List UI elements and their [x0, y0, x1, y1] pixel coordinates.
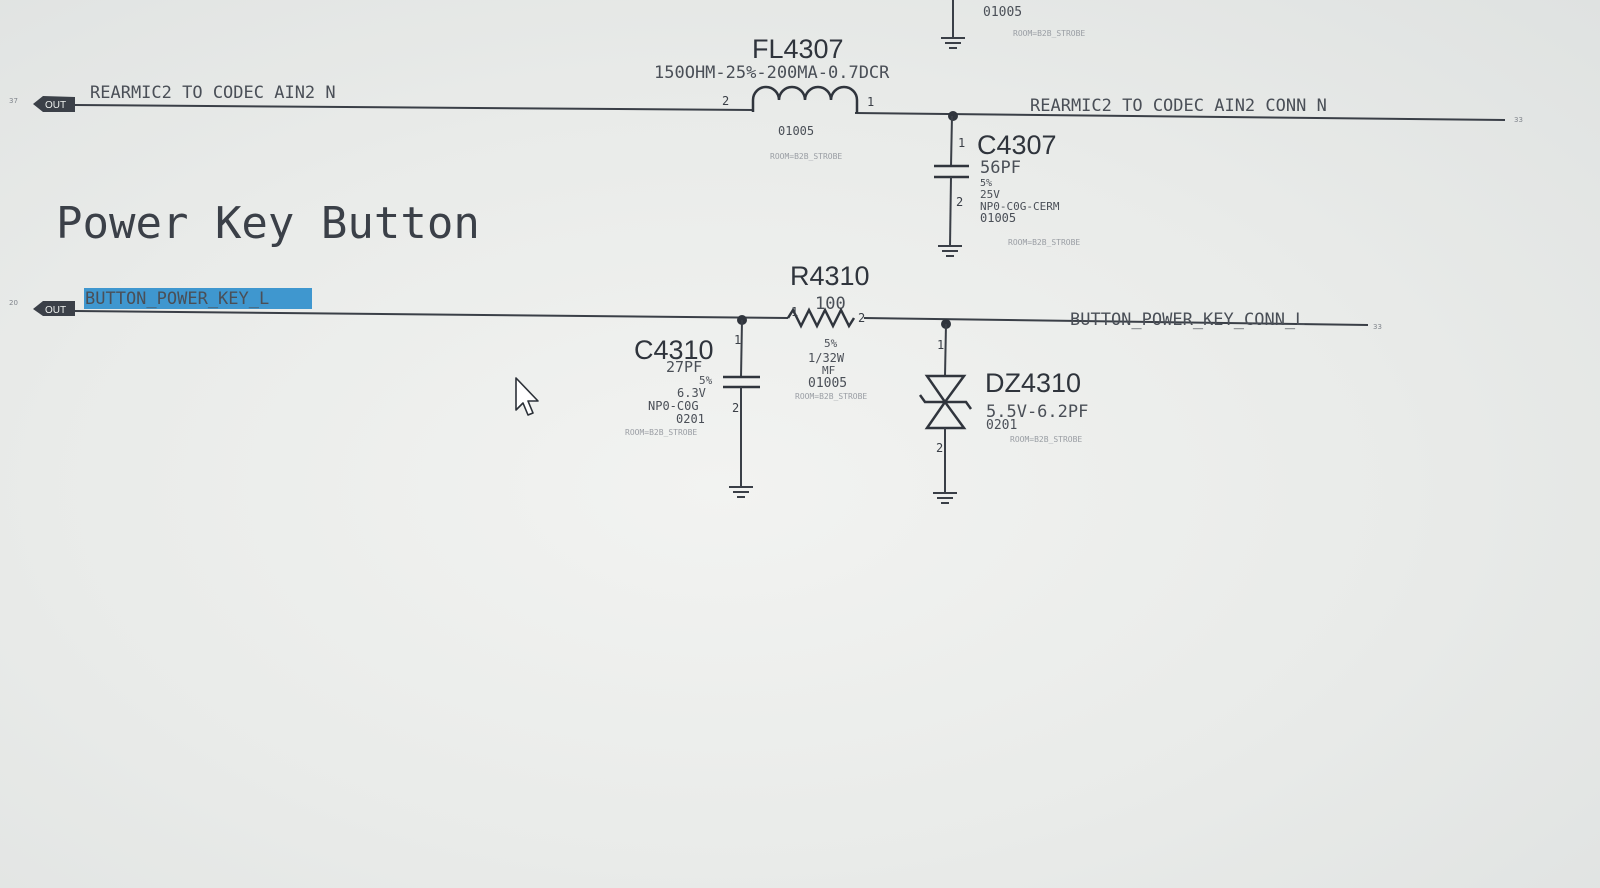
room-note: ROOM=B2B_STROBE [1010, 435, 1082, 444]
component-voltage: 6.3V [677, 386, 706, 400]
room-note: ROOM=B2B_STROBE [770, 152, 842, 161]
sheet-ref: 20 [9, 299, 18, 307]
top-net[interactable]: 37 OUT REARMIC2 TO CODEC AIN2 N REARMIC2… [9, 83, 1523, 124]
component-package: 01005 [980, 211, 1016, 225]
pin-number: 1 [958, 136, 965, 150]
pin-number: 1 [791, 305, 798, 319]
ref-designator: C4310 [634, 335, 714, 365]
component-dielectric: NP0-C0G-CERM [980, 200, 1060, 213]
junction-dot [948, 111, 958, 121]
pin-number: 2 [722, 94, 729, 108]
ref-designator: R4310 [790, 261, 870, 291]
diode-dz4310[interactable]: 1 2 DZ4310 5.5V-6.2PF 0201 ROOM=B2B_STRO… [918, 323, 1088, 504]
component-package: 01005 [778, 124, 814, 138]
svg-text:OUT: OUT [45, 305, 66, 316]
resistor-r4310[interactable]: R4310 100 1 2 5% 1/32W MF 01005 ROOM=B2B… [786, 261, 870, 401]
offpage-port-out[interactable]: OUT [33, 301, 75, 316]
component-voltage: 25V [980, 188, 1000, 201]
component-dielectric: NP0-C0G [648, 399, 699, 413]
pin-number: 2 [956, 195, 963, 209]
top-partial-component: 01005 ROOM=B2B_STROBE [941, 0, 1085, 49]
component-value: 56PF [980, 158, 1021, 178]
pin-number: 2 [732, 401, 739, 415]
ref-designator: DZ4310 [985, 368, 1081, 398]
offpage-port-out[interactable]: OUT [33, 96, 75, 112]
top-partial-room: ROOM=B2B_STROBE [1013, 29, 1085, 38]
top-partial-package: 01005 [983, 5, 1022, 20]
section-title: Power Key Button [56, 198, 480, 249]
component-type: MF [822, 364, 835, 377]
component-tolerance: 5% [699, 374, 713, 387]
component-value: 5.5V-6.2PF [986, 402, 1088, 422]
room-note: ROOM=B2B_STROBE [795, 392, 867, 401]
capacitor-c4310[interactable]: 1 2 C4310 27PF 5% 6.3V NP0-C0G 0201 ROOM… [625, 319, 760, 498]
net-label-rearmic2-left: REARMIC2 TO CODEC AIN2 N [90, 83, 336, 103]
pin-number: 1 [937, 338, 944, 352]
ref-designator: FL4307 [752, 34, 844, 64]
bottom-net[interactable]: 20 OUT BUTTON_POWER_KEY_L BUTTON_POWER_K… [9, 288, 1382, 331]
ferrite-fl4307[interactable]: FL4307 150OHM-25%-200MA-0.7DCR 2 1 01005… [654, 34, 890, 161]
pin-number: 2 [936, 441, 943, 455]
capacitor-c4307[interactable]: 1 2 C4307 56PF 5% 25V NP0-C0G-CERM 01005… [934, 115, 1080, 257]
room-note: ROOM=B2B_STROBE [1008, 238, 1080, 247]
sheet-ref: 37 [9, 97, 18, 105]
sheet-ref: 33 [1514, 116, 1523, 124]
ref-designator: C4307 [977, 130, 1057, 160]
pin-number: 1 [867, 95, 874, 109]
net-label-rearmic2-right: REARMIC2 TO CODEC AIN2 CONN N [1030, 96, 1327, 116]
net-label-button-power-key: BUTTON_POWER_KEY_L [85, 289, 269, 309]
component-tolerance: 5% [824, 337, 838, 350]
component-power: 1/32W [808, 351, 845, 365]
net-selection-highlight [84, 288, 312, 309]
component-value: 27PF [666, 358, 702, 376]
svg-text:OUT: OUT [45, 100, 66, 111]
component-package: 0201 [676, 412, 705, 426]
sheet-ref: 33 [1373, 323, 1382, 331]
component-value: 150OHM-25%-200MA-0.7DCR [654, 63, 890, 83]
pin-number: 1 [734, 333, 741, 347]
component-package: 0201 [986, 418, 1017, 433]
component-tolerance: 5% [980, 178, 992, 189]
component-value: 100 [815, 294, 846, 314]
mouse-cursor-icon [515, 377, 539, 416]
component-package: 01005 [808, 376, 847, 391]
room-note: ROOM=B2B_STROBE [625, 428, 697, 437]
pin-number: 2 [858, 311, 865, 325]
net-label-button-power-key-conn: BUTTON_POWER_KEY_CONN_L [1070, 310, 1305, 330]
